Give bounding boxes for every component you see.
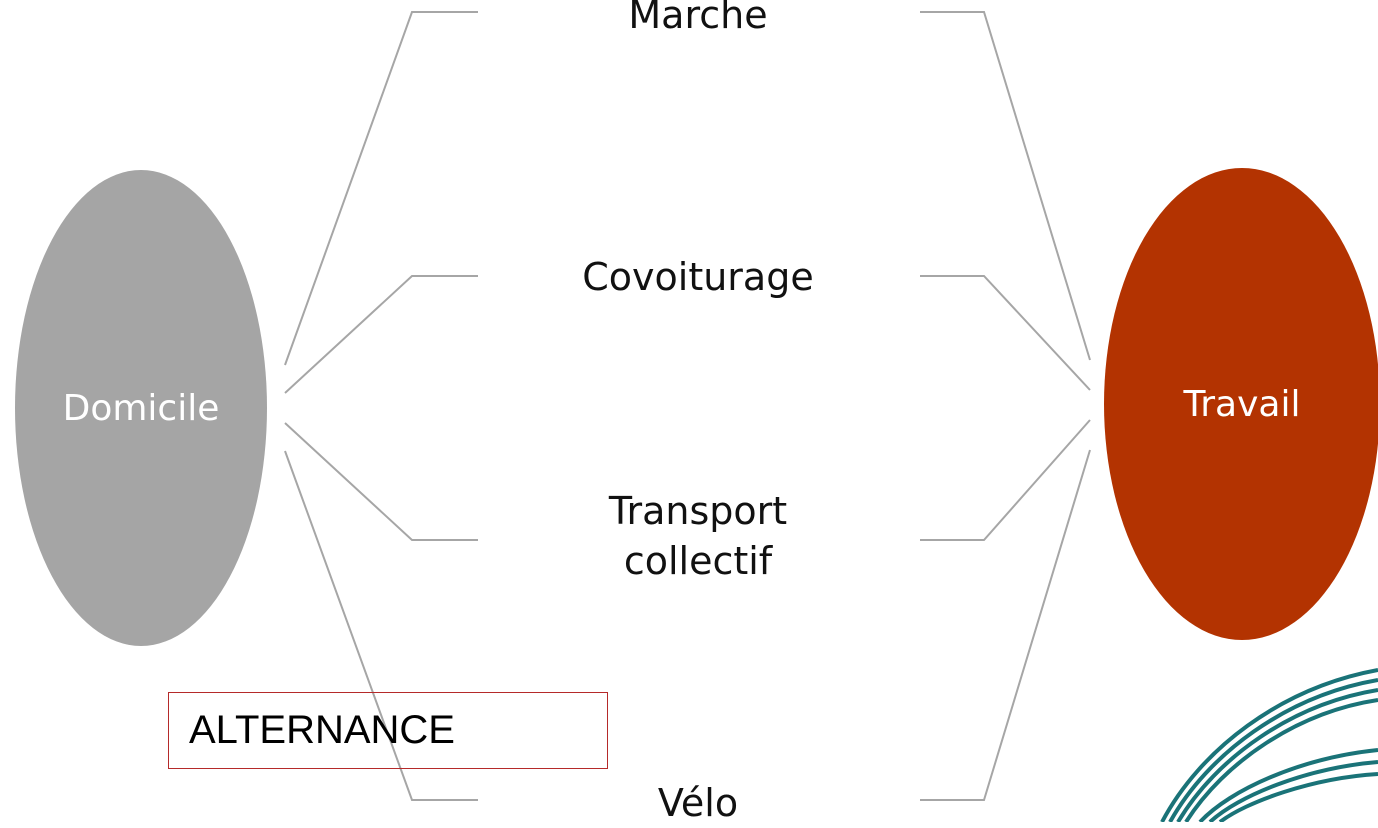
- connector-marche-travail: [920, 11, 1091, 361]
- connector-transport-travail: [920, 419, 1091, 541]
- alternance-box: ALTERNANCE: [168, 692, 608, 769]
- mode-velo: Vélo: [657, 781, 739, 825]
- connector-domicile-covoiturage: [284, 275, 478, 394]
- connector-velo-travail: [920, 449, 1091, 801]
- node-travail: Travail: [1104, 168, 1378, 640]
- node-domicile: Domicile: [15, 170, 267, 646]
- connector-domicile-marche: [284, 11, 478, 366]
- alternance-label: ALTERNANCE: [189, 708, 455, 752]
- node-travail-label: Travail: [1183, 383, 1301, 425]
- connector-covoiturage-travail: [920, 275, 1091, 391]
- connector-domicile-velo: [284, 450, 478, 801]
- connector-domicile-transport: [284, 422, 478, 541]
- node-domicile-label: Domicile: [62, 387, 220, 429]
- mode-transport-collectif: Transport collectif: [608, 489, 788, 583]
- teal-swirl-logo-icon: [1160, 668, 1378, 822]
- mode-marche: Marche: [628, 0, 768, 37]
- mode-covoiturage: Covoiturage: [582, 255, 814, 299]
